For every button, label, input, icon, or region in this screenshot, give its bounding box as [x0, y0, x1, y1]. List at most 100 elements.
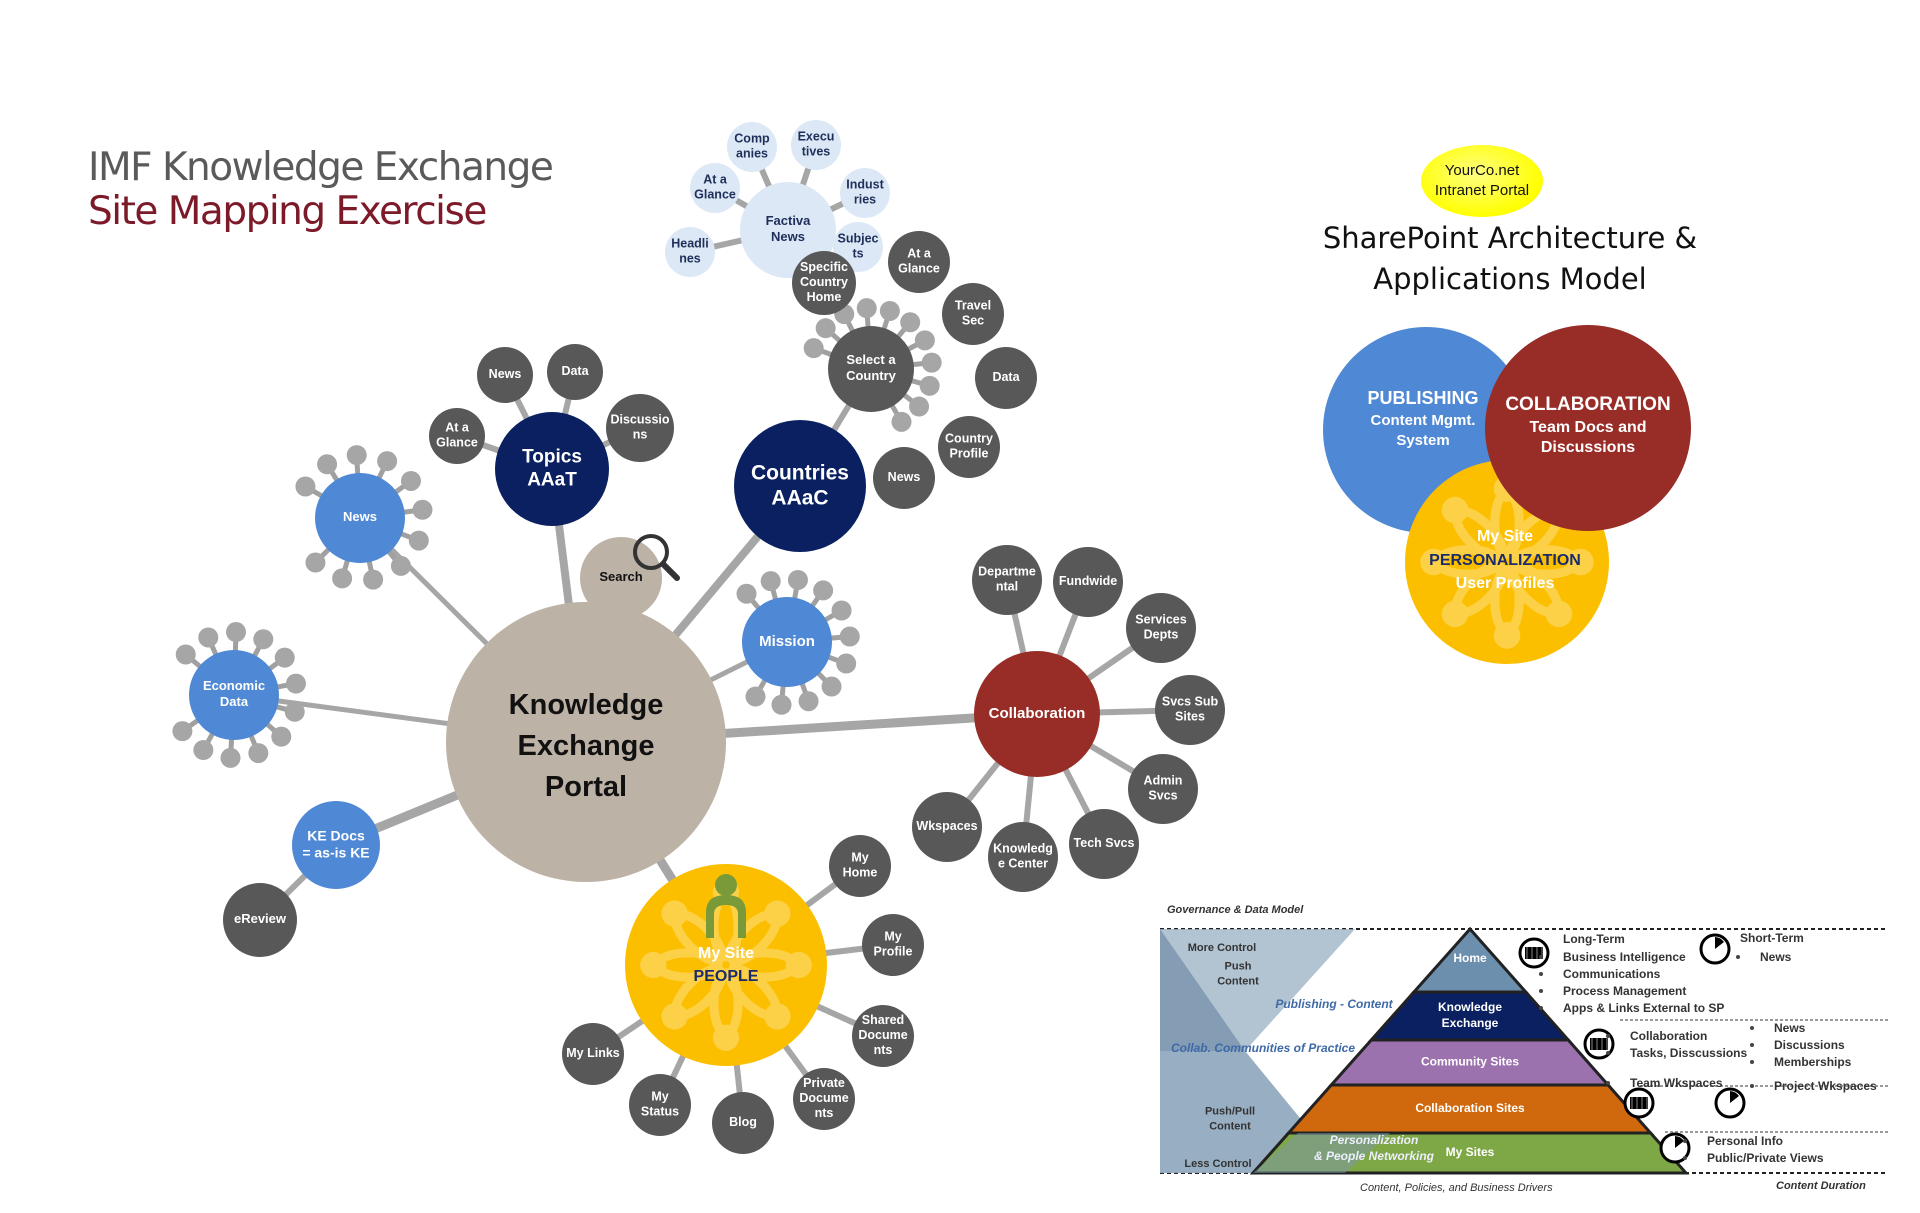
topics-child-node-circle[interactable]: [477, 347, 533, 403]
collaboration-child-node-circle[interactable]: [1069, 809, 1139, 879]
ereview-node-circle[interactable]: [223, 883, 297, 957]
collaboration-node[interactable]: Collaboration: [974, 651, 1100, 777]
mission-leaf: [760, 571, 781, 592]
person-body: [1506, 561, 1563, 618]
collaboration-node-label: Collaboration: [989, 705, 1086, 722]
factiva-child-node-circle[interactable]: [690, 163, 740, 213]
collaboration-child-node[interactable]: Wkspaces: [912, 792, 982, 862]
label-line: Portal: [545, 771, 627, 803]
news-node-circle[interactable]: [315, 473, 405, 563]
economic-data-node-circle[interactable]: [189, 650, 279, 740]
label-line: Profile: [950, 447, 989, 461]
topics-child-node-circle[interactable]: [429, 408, 485, 464]
countries-child-node[interactable]: News: [873, 447, 935, 509]
collaboration-child-node[interactable]: Tech Svcs: [1069, 809, 1139, 879]
collaboration-child-node-circle[interactable]: [912, 792, 982, 862]
bullet-dot: [1539, 955, 1543, 959]
knowledge-exchange-portal-node[interactable]: [446, 602, 726, 882]
page-title-block: IMF Knowledge Exchange Site Mapping Exer…: [88, 146, 554, 234]
countries-node-circle[interactable]: [734, 420, 866, 552]
mysite-child-node-circle[interactable]: [629, 1074, 691, 1136]
mission-node-circle[interactable]: [742, 597, 832, 687]
collaboration-child-node-circle[interactable]: [972, 545, 1042, 615]
label-line: Less Control: [1184, 1158, 1251, 1170]
mysite-child-node-circle[interactable]: [562, 1023, 624, 1085]
countries-child-node-circle[interactable]: [942, 283, 1004, 345]
collaboration-child-node-circle[interactable]: [1053, 547, 1123, 617]
collaboration-child-node-circle[interactable]: [988, 822, 1058, 892]
collaboration-child-node-circle[interactable]: [1128, 754, 1198, 824]
factiva-child-node-circle[interactable]: [727, 122, 777, 172]
select-country-node-circle[interactable]: [828, 326, 914, 412]
factiva-child-node-circle[interactable]: [840, 168, 890, 218]
ke-docs-node-circle[interactable]: [292, 801, 380, 889]
search-node-circle[interactable]: [580, 537, 662, 619]
topics-node-circle[interactable]: [495, 412, 609, 526]
ke-docs-node[interactable]: KE Docs= as-is KE: [292, 801, 380, 889]
my-site-circle[interactable]: [625, 864, 827, 1066]
community-short-item: Memberships: [1774, 1055, 1852, 1069]
knowledge-exchange-portal-node-circle[interactable]: [446, 602, 726, 882]
economic-data-leaf: [225, 622, 246, 643]
topics-child-node[interactable]: News: [477, 347, 533, 403]
factiva-child-node-circle[interactable]: [791, 120, 841, 170]
label-line: Search: [599, 569, 642, 584]
collaboration-node-circle[interactable]: [974, 651, 1100, 777]
mysite-child-node-circle[interactable]: [793, 1068, 855, 1130]
countries-child-node-circle[interactable]: [975, 347, 1037, 409]
topics-child-node-circle[interactable]: [547, 344, 603, 400]
mission-leaf: [736, 583, 757, 604]
mission-node[interactable]: Mission: [742, 597, 832, 687]
countries-child-node-circle[interactable]: [792, 251, 856, 315]
mysite-child-node-circle[interactable]: [712, 1092, 774, 1154]
countries-child-node-circle[interactable]: [873, 447, 935, 509]
factiva-child-node-circle[interactable]: [665, 227, 715, 277]
news-node[interactable]: News: [315, 473, 405, 563]
mysite-child-node[interactable]: Blog: [712, 1092, 774, 1154]
label-line: Knowledge: [509, 689, 664, 721]
mysite-child-node-circle[interactable]: [862, 914, 924, 976]
community-long-item: Collaboration: [1630, 1029, 1707, 1043]
mysite-child-node-circle[interactable]: [829, 835, 891, 897]
topics-child-node[interactable]: Data: [547, 344, 603, 400]
ereview-node[interactable]: eReview: [223, 883, 297, 957]
collaboration-child-node-circle[interactable]: [1126, 593, 1196, 663]
collaboration-child-node[interactable]: Fundwide: [1053, 547, 1123, 617]
countries-child-node[interactable]: Data: [975, 347, 1037, 409]
mysite-child-node[interactable]: My Links: [562, 1023, 624, 1085]
topics-child-node-circle[interactable]: [606, 394, 674, 462]
search-node[interactable]: Search: [580, 537, 662, 619]
countries-child-node-circle[interactable]: [938, 416, 1000, 478]
label-line: Home: [843, 866, 878, 880]
mysite-child-node-circle[interactable]: [852, 1005, 914, 1067]
collaboration-child-node-circle[interactable]: [1155, 675, 1225, 745]
countries-child-node-circle[interactable]: [888, 231, 950, 293]
